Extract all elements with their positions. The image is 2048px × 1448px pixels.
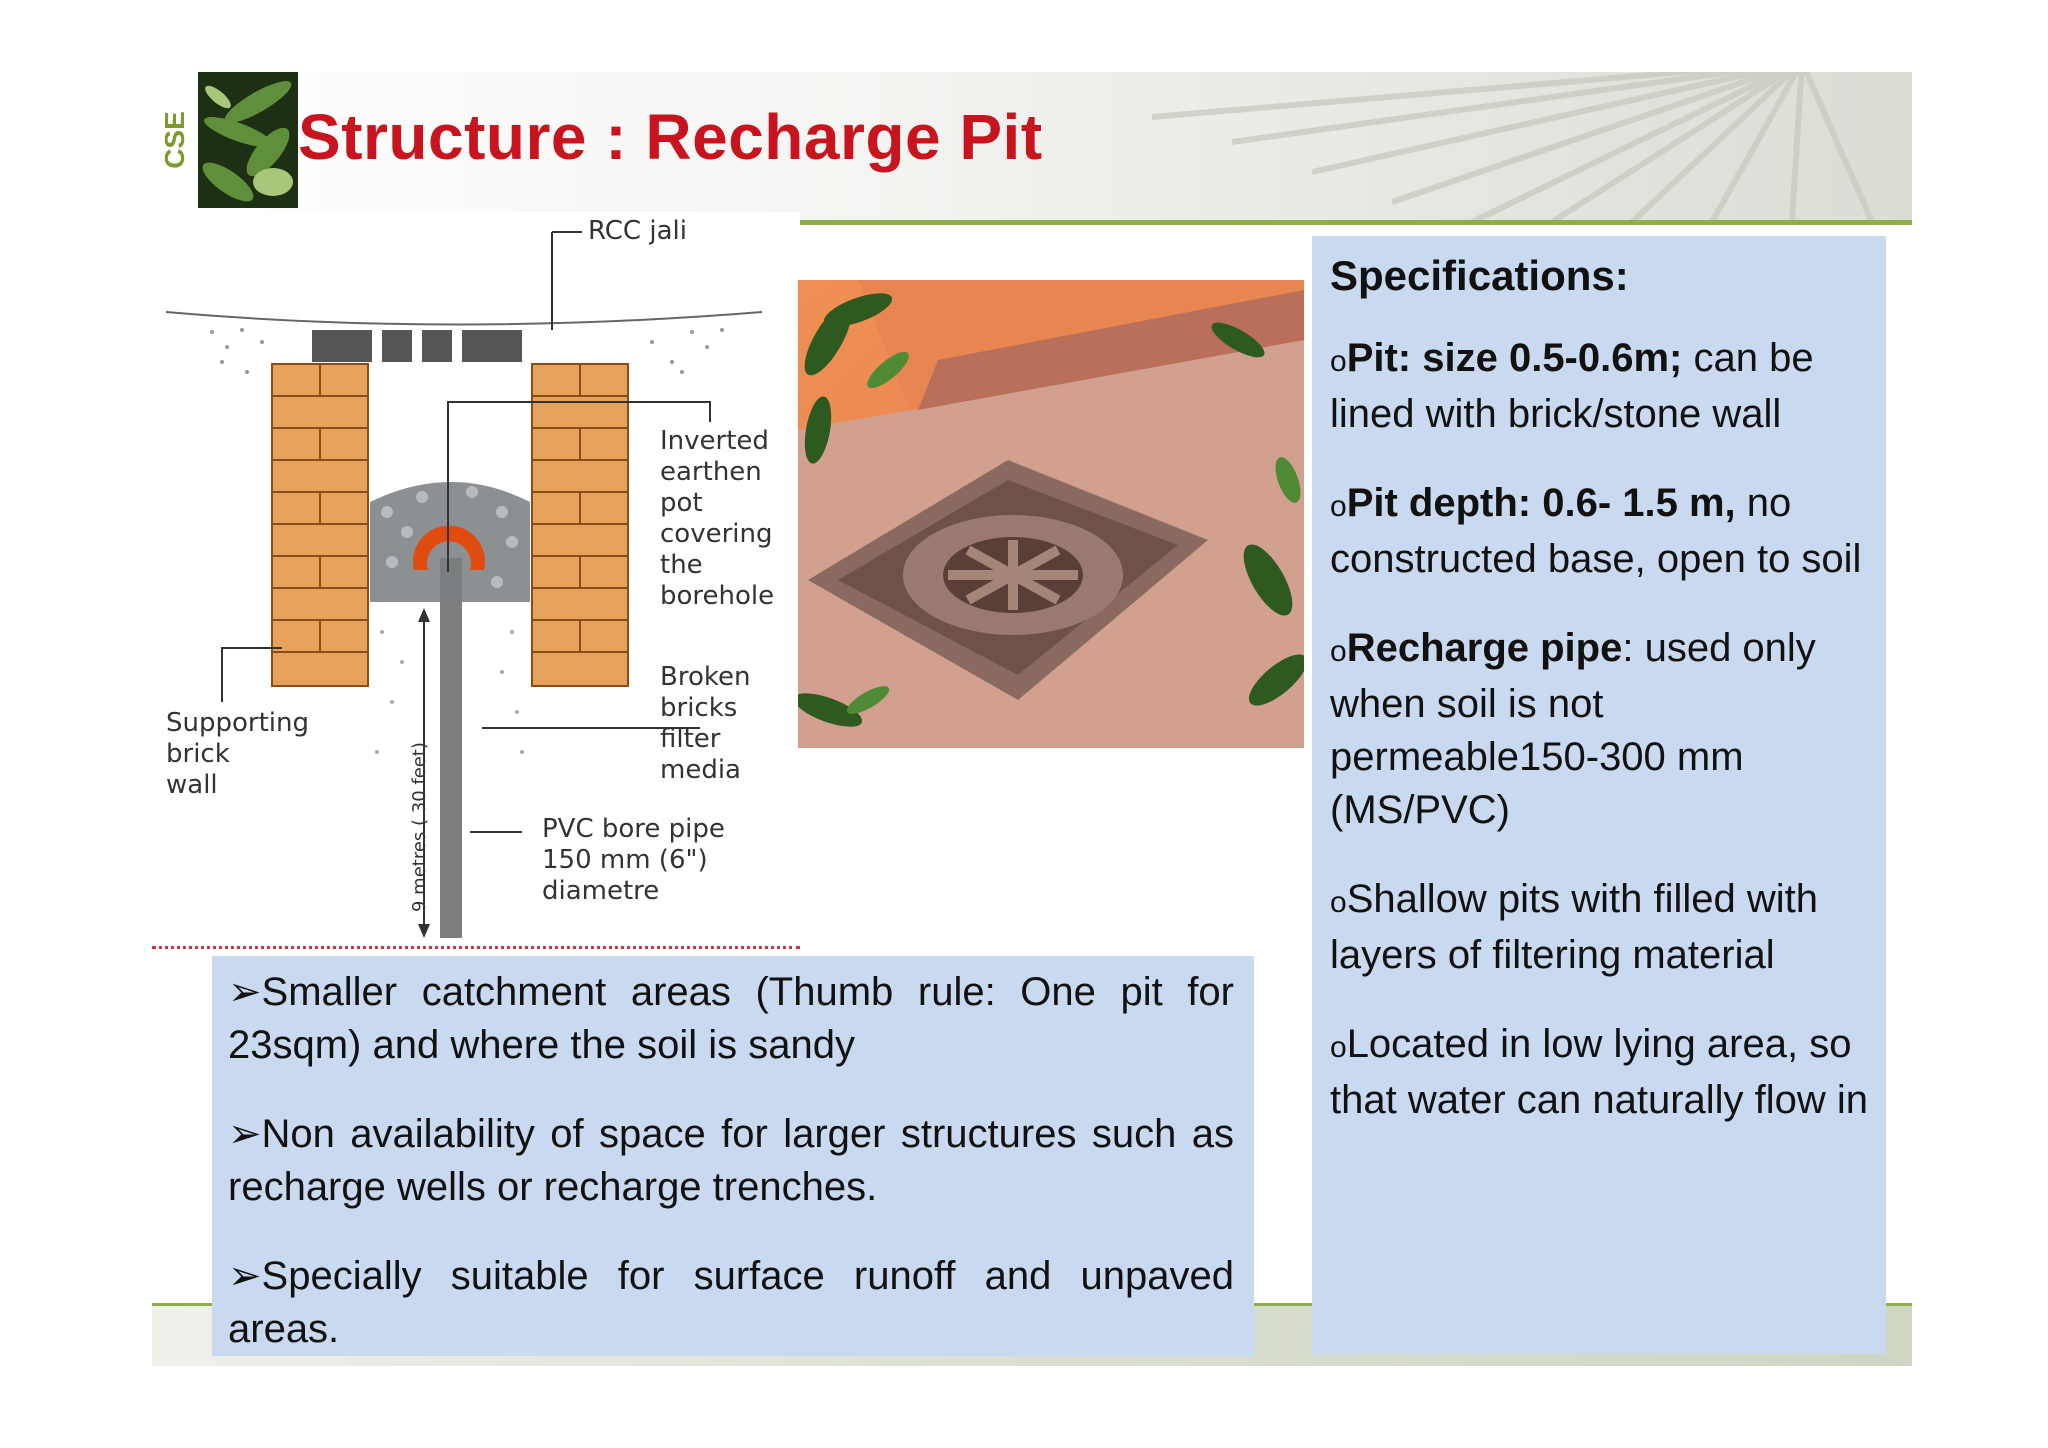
palm-fronds-decoration	[1151, 72, 1875, 222]
spec-item-bold: Pit: size 0.5-0.6m;	[1346, 336, 1683, 380]
logo-strip	[152, 72, 200, 208]
label-depth: 9 metres ( 30 feet)	[409, 742, 430, 912]
label-supporting-wall: Supporting brick wall	[166, 708, 309, 800]
leaf-icon	[198, 72, 298, 208]
circle-bullet-icon: o	[1330, 635, 1347, 668]
bullet-text: Smaller catchment areas (Thumb rule: One…	[228, 970, 1234, 1067]
header-rule	[800, 220, 1912, 225]
logo-letters: CSE	[159, 111, 191, 169]
cse-logo: CSE	[152, 72, 198, 208]
label-inverted-pot: Inverted earthen pot covering the boreho…	[660, 426, 775, 611]
spec-item: oPit depth: 0.6- 1.5 m, no constructed b…	[1330, 477, 1870, 586]
spec-item: oPit: size 0.5-0.6m; can be lined with b…	[1330, 332, 1870, 441]
spec-item-text: : used only when soil is not permeable15…	[1330, 626, 1816, 832]
spec-item-text: Shallow pits with filled with layers of …	[1330, 877, 1818, 977]
circle-bullet-icon: o	[1330, 345, 1347, 378]
circle-bullet-icon: o	[1330, 490, 1347, 523]
bullet-text: Specially suitable for surface runoff an…	[228, 1254, 1234, 1351]
recharge-pit-photo	[798, 280, 1304, 748]
diagram-divider	[152, 946, 800, 949]
bullet-text: Non availability of space for larger str…	[228, 1112, 1234, 1209]
bullet-item: ➢Smaller catchment areas (Thumb rule: On…	[228, 966, 1234, 1072]
circle-bullet-icon: o	[1330, 886, 1347, 919]
spec-item-bold: Recharge pipe	[1346, 626, 1623, 670]
label-broken-bricks: Broken bricks filter media	[660, 662, 751, 785]
circle-bullet-icon: o	[1330, 1031, 1347, 1064]
header-band	[152, 72, 1912, 222]
spec-item-text: no constructed base, open to soil	[1330, 481, 1862, 581]
arrow-bullet-icon: ➢	[228, 970, 262, 1014]
spec-item-text: Located in low lying area, so that water…	[1330, 1022, 1869, 1122]
spec-item: oRecharge pipe: used only when soil is n…	[1330, 622, 1870, 837]
spec-item: oShallow pits with filled with layers of…	[1330, 873, 1870, 982]
spec-item-text: can be lined with brick/stone wall	[1330, 336, 1814, 436]
usage-bullets-box: ➢Smaller catchment areas (Thumb rule: On…	[212, 956, 1254, 1356]
specifications-box: Specifications: oPit: size 0.5-0.6m; can…	[1312, 236, 1886, 1354]
slide-title: Structure : Recharge Pit	[298, 101, 1043, 173]
leaf-logo-image	[198, 72, 298, 208]
specifications-heading: Specifications:	[1330, 252, 1629, 299]
arrow-bullet-icon: ➢	[228, 1254, 262, 1298]
drain-grate-image	[798, 280, 1304, 748]
label-pvc-pipe: PVC bore pipe 150 mm (6") diametre	[542, 814, 725, 906]
spec-item: oLocated in low lying area, so that wate…	[1330, 1018, 1870, 1127]
spec-item-bold: Pit depth: 0.6- 1.5 m,	[1346, 481, 1736, 525]
recharge-pit-diagram: RCC jali Inverted earthen pot covering t…	[152, 212, 800, 952]
recharge-pit-cross-section	[165, 231, 763, 938]
bullet-item: ➢Non availability of space for larger st…	[228, 1108, 1234, 1214]
arrow-bullet-icon: ➢	[228, 1112, 262, 1156]
label-rcc-jali: RCC jali	[588, 216, 687, 246]
bullet-item: ➢Specially suitable for surface runoff a…	[228, 1250, 1234, 1356]
